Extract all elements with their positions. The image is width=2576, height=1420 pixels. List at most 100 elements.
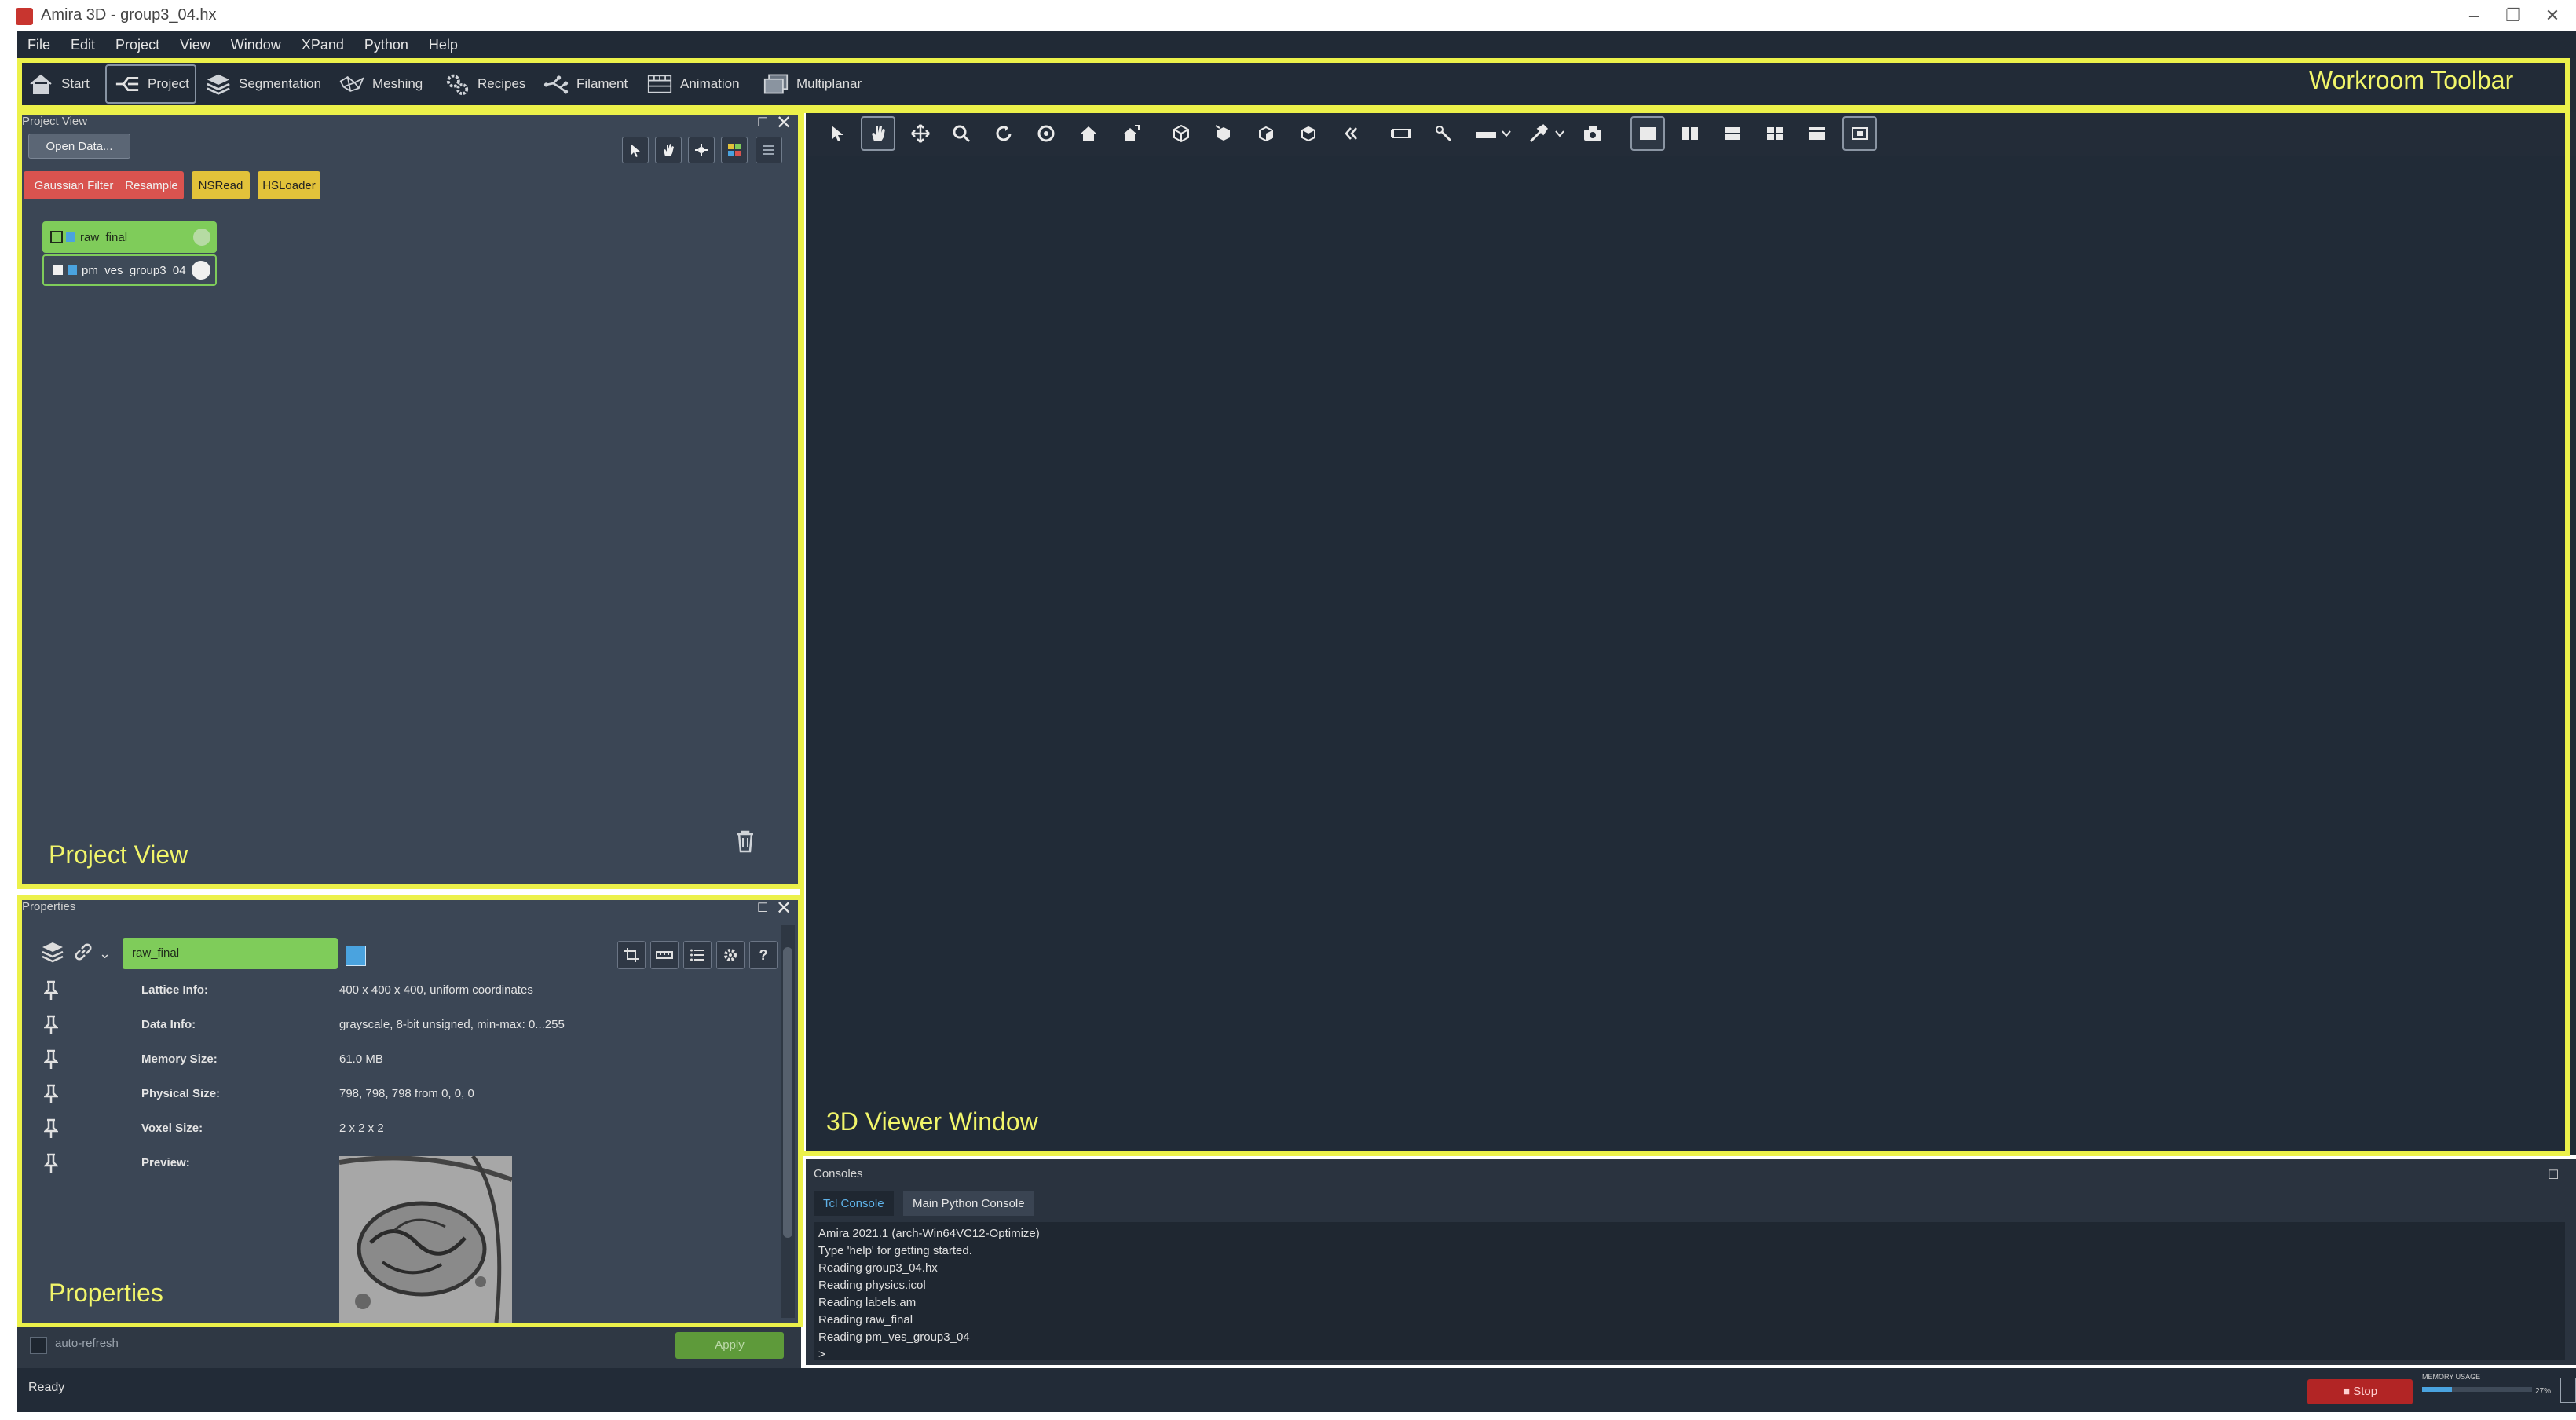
undock-icon[interactable]: ☐ <box>757 116 769 130</box>
resample-button[interactable]: Resample <box>119 171 184 199</box>
select-tool-icon[interactable] <box>622 137 649 163</box>
menu-project[interactable]: Project <box>115 37 160 53</box>
data-node-pm-ves-group3-04[interactable]: pm_ves_group3_04 <box>42 254 217 286</box>
layout-single-icon[interactable] <box>1630 116 1665 151</box>
open-data-button[interactable]: Open Data... <box>28 134 130 159</box>
menu-bar: File Edit Project View Window XPand Pyth… <box>17 31 2576 58</box>
menu-window[interactable]: Window <box>230 37 281 53</box>
object-color-swatch[interactable] <box>346 946 366 966</box>
workroom-multiplanar-button[interactable]: Multiplanar <box>763 64 862 104</box>
link-icon[interactable] <box>72 941 94 967</box>
rotate-icon[interactable] <box>986 116 1021 151</box>
help-icon[interactable]: ? <box>749 941 778 969</box>
layers-icon[interactable] <box>41 941 64 967</box>
project-graph-icon <box>115 71 140 97</box>
workroom-filament-button[interactable]: Filament <box>543 64 628 104</box>
node-options-icon[interactable] <box>193 229 210 246</box>
set-home-icon[interactable] <box>1114 116 1148 151</box>
list-icon[interactable] <box>683 941 712 969</box>
reset-view-icon[interactable] <box>1334 116 1368 151</box>
layout-stacked-icon[interactable] <box>1800 116 1835 151</box>
settings-gear-icon[interactable] <box>716 941 745 969</box>
pointer-icon[interactable] <box>820 116 854 151</box>
eyedropper-icon[interactable] <box>1522 116 1571 151</box>
filament-icon <box>543 71 569 97</box>
workroom-recipes-button[interactable]: Recipes <box>445 64 525 104</box>
camera-icon[interactable] <box>1575 116 1610 151</box>
front-view-icon[interactable] <box>1206 116 1241 151</box>
hsloader-button[interactable]: HSLoader <box>258 171 320 199</box>
node-options-icon[interactable] <box>192 261 210 280</box>
workroom-segmentation-button[interactable]: Segmentation <box>206 64 321 104</box>
multiplanar-icon <box>763 71 789 97</box>
hand-tool-icon[interactable] <box>655 137 682 163</box>
selected-object-field[interactable]: raw_final <box>123 938 338 969</box>
console-prompt[interactable]: > <box>818 1348 825 1361</box>
hand-icon[interactable] <box>861 116 895 151</box>
panel-options-icon[interactable] <box>756 137 782 163</box>
fit-window-icon[interactable] <box>1842 116 1877 151</box>
workroom-project-button[interactable]: Project <box>105 64 196 104</box>
pin-icon[interactable] <box>42 1118 60 1143</box>
console-output[interactable]: Amira 2021.1 (arch-Win64VC12-Optimize) T… <box>814 1222 2565 1361</box>
pin-icon[interactable] <box>42 1049 60 1074</box>
properties-scrollbar[interactable] <box>781 925 795 1318</box>
menu-help[interactable]: Help <box>428 37 458 53</box>
stop-button[interactable]: ■ Stop <box>2307 1379 2413 1404</box>
menu-view[interactable]: View <box>180 37 210 53</box>
undock-icon[interactable]: ☐ <box>2548 1169 2560 1182</box>
close-window-button[interactable]: ✕ <box>2545 5 2560 25</box>
close-panel-icon[interactable]: ✕ <box>776 112 792 134</box>
layout-two-vertical-icon[interactable] <box>1673 116 1707 151</box>
resize-grip-icon[interactable] <box>2560 1378 2576 1403</box>
home-icon[interactable] <box>1071 116 1106 151</box>
close-panel-icon[interactable]: ✕ <box>776 898 792 919</box>
workroom-animation-button[interactable]: Animation <box>647 64 740 104</box>
undock-icon[interactable]: ☐ <box>757 902 769 915</box>
node-expand-icon[interactable] <box>50 231 63 243</box>
pin-icon[interactable] <box>42 1015 60 1039</box>
tab-main-python-console[interactable]: Main Python Console <box>903 1191 1034 1216</box>
pin-icon[interactable] <box>42 1153 60 1177</box>
nsread-button[interactable]: NSRead <box>192 171 250 199</box>
chevron-down-icon[interactable]: ⌄ <box>99 946 112 961</box>
layout-two-horizontal-icon[interactable] <box>1715 116 1750 151</box>
side-view-icon[interactable] <box>1249 116 1283 151</box>
workroom-meshing-button[interactable]: Meshing <box>339 64 423 104</box>
apply-button[interactable]: Apply <box>675 1332 784 1359</box>
workroom-start-button[interactable]: Start <box>28 64 90 104</box>
measure-icon[interactable] <box>1469 116 1517 151</box>
property-label: Preview: <box>141 1156 190 1169</box>
top-view-icon[interactable] <box>1291 116 1326 151</box>
perspective-icon[interactable] <box>1384 116 1418 151</box>
menu-file[interactable]: File <box>27 37 51 53</box>
menu-edit[interactable]: Edit <box>71 37 96 53</box>
zoom-icon[interactable] <box>944 116 979 151</box>
probe-icon[interactable] <box>1426 116 1461 151</box>
measure-icon[interactable] <box>650 941 679 969</box>
pin-icon[interactable] <box>42 1084 60 1108</box>
trash-icon[interactable] <box>735 829 756 857</box>
console-line: Type 'help' for getting started. <box>818 1244 972 1257</box>
property-row-voxel-size: Voxel Size: 2 x 2 x 2 <box>17 1114 771 1148</box>
scrollbar-thumb[interactable] <box>783 947 792 1238</box>
data-node-raw-final[interactable]: raw_final <box>42 221 217 253</box>
tab-tcl-console[interactable]: Tcl Console <box>814 1191 894 1216</box>
auto-refresh-checkbox[interactable] <box>30 1337 47 1354</box>
view-all-icon[interactable] <box>1164 116 1198 151</box>
color-coding-icon[interactable] <box>721 137 748 163</box>
gaussian-filter-button[interactable]: Gaussian Filter <box>24 171 124 199</box>
visibility-toggle-icon[interactable] <box>53 265 63 275</box>
crop-icon[interactable] <box>617 941 646 969</box>
connect-tool-icon[interactable] <box>688 137 715 163</box>
restore-button[interactable]: ❐ <box>2505 5 2521 25</box>
seek-icon[interactable] <box>1029 116 1063 151</box>
layout-four-icon[interactable] <box>1758 116 1792 151</box>
menu-xpand[interactable]: XPand <box>301 37 344 53</box>
status-text: Ready <box>28 1381 65 1394</box>
menu-python[interactable]: Python <box>364 37 408 53</box>
3d-viewer-canvas[interactable] <box>806 156 2576 1155</box>
pin-icon[interactable] <box>42 980 60 1005</box>
move-icon[interactable] <box>903 116 938 151</box>
minimize-button[interactable]: – <box>2468 5 2479 25</box>
